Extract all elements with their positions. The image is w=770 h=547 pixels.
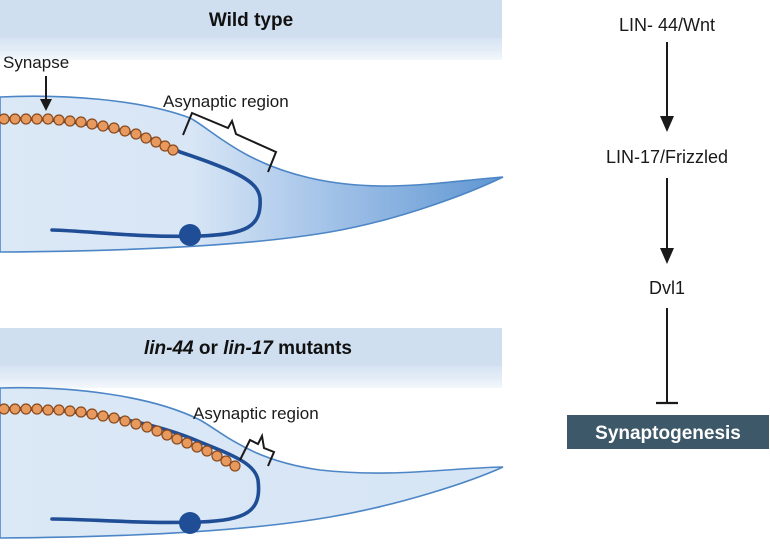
synapse-bead	[97, 410, 109, 422]
pathway-step-wnt: LIN- 44/Wnt	[619, 15, 715, 35]
wild-type-title: Wild type	[209, 10, 293, 31]
synapse-bead	[119, 415, 131, 427]
mutant-gene2: lin-17	[223, 338, 274, 359]
mutant-cell-body	[179, 512, 201, 534]
synapse-bead	[167, 144, 179, 156]
synapse-bead	[86, 118, 98, 130]
synapse-bead	[97, 120, 109, 132]
synapse-arrow-head	[40, 99, 52, 111]
pathway-arrow-1-head	[660, 116, 674, 132]
synapse-bead	[75, 406, 87, 418]
signaling-pathway: LIN- 44/Wnt LIN-17/Frizzled Dvl1 Synapto…	[567, 15, 769, 449]
synapse-bead	[75, 116, 87, 128]
synapse-bead	[151, 425, 163, 437]
wild-type-panel: Wild type Synapse	[0, 0, 504, 253]
synapse-bead	[53, 404, 65, 416]
synapse-bead	[140, 132, 152, 144]
synapse-bead	[119, 125, 131, 137]
synapse-bead	[150, 136, 162, 148]
mutant-title-suffix: mutants	[273, 338, 352, 359]
mutant-title-or: or	[194, 338, 224, 359]
pathway-arrow-2-head	[660, 248, 674, 264]
synapse-bead	[20, 403, 32, 415]
wild-type-asynaptic-label: Asynaptic region	[163, 92, 289, 111]
synapse-bead	[108, 122, 120, 134]
synapse-bead	[161, 429, 173, 441]
synapse-bead	[0, 113, 10, 125]
synapse-bead	[9, 403, 21, 415]
synapse-bead	[20, 113, 32, 125]
wild-type-cell-body	[179, 224, 201, 246]
mutant-header-band	[0, 328, 502, 366]
synapse-bead	[130, 418, 142, 430]
mutant-synapses	[0, 403, 241, 472]
mutant-title: lin-44 or lin-17 mutants	[144, 338, 352, 359]
wild-type-header-band	[0, 0, 502, 38]
mutant-panel: lin-44 or lin-17 mutants	[0, 328, 504, 539]
synapse-bead	[64, 115, 76, 127]
synapse-bead	[42, 113, 54, 125]
synapse-bead	[141, 421, 153, 433]
synaptogenesis-box	[567, 415, 769, 449]
synapse-bead	[31, 113, 43, 125]
mutant-header-fade	[0, 366, 502, 388]
synapse-bead	[191, 441, 203, 453]
pathway-step-dvl1: Dvl1	[649, 278, 685, 298]
mutant-asynaptic-bracket	[239, 432, 276, 467]
synapse-bead	[181, 437, 193, 449]
mutant-asynaptic-label: Asynaptic region	[193, 404, 319, 423]
synapse-bead	[229, 460, 241, 472]
wild-type-asynaptic-bracket	[182, 111, 278, 173]
synapse-bead	[0, 403, 10, 415]
synapse-bead	[130, 128, 142, 140]
wild-type-header-fade	[0, 38, 502, 60]
synaptogenesis-label: Synaptogenesis	[595, 423, 741, 444]
synapse-bead	[108, 412, 120, 424]
mutant-gene1: lin-44	[144, 338, 194, 359]
synapse-bead	[53, 114, 65, 126]
wild-type-worm-body	[0, 95, 504, 253]
wild-type-synapses	[0, 113, 179, 156]
synapse-bead	[86, 408, 98, 420]
pathway-step-frizzled: LIN-17/Frizzled	[606, 147, 728, 167]
synapse-bead	[9, 113, 21, 125]
synapse-bead	[211, 450, 223, 462]
synapse-bead	[31, 403, 43, 415]
synapse-bead	[42, 404, 54, 416]
synapse-bead	[220, 455, 232, 467]
synapse-bead	[201, 445, 213, 457]
synapse-bead	[171, 433, 183, 445]
synapse-bead	[64, 405, 76, 417]
synapse-label: Synapse	[3, 53, 69, 72]
